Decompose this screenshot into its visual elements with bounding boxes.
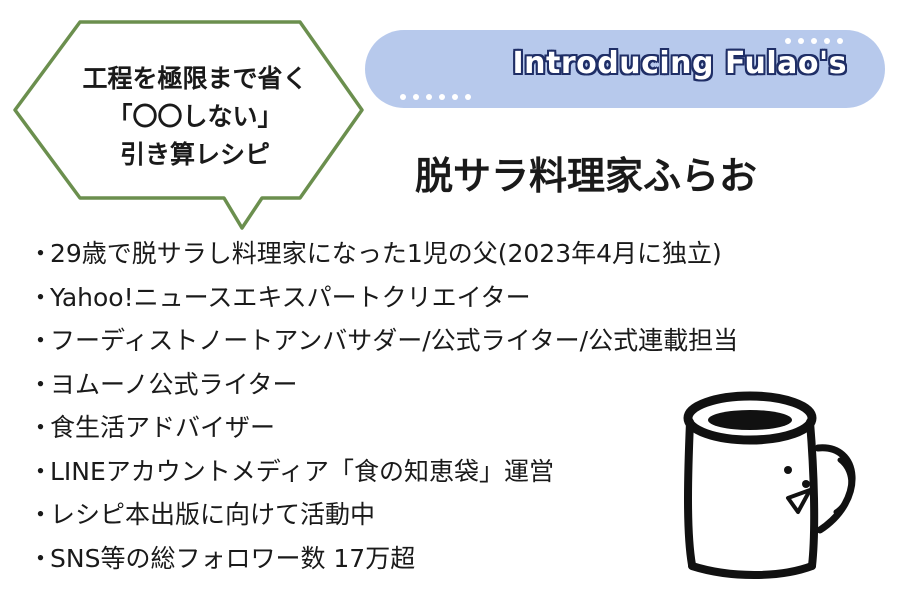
bubble-line-3: 引き算レシピ: [119, 140, 270, 169]
list-item: ・LINEアカウントメディア「食の知恵袋」運営: [28, 456, 555, 486]
speech-bubble: 工程を極限まで省く 「〇〇しない」 引き算レシピ: [0, 0, 380, 250]
mug-icon: [670, 380, 870, 590]
list-item: ・食生活アドバイザー: [28, 413, 276, 442]
dots-decoration: [400, 94, 471, 100]
bubble-line-1: 工程を極限まで省く: [82, 64, 308, 93]
list-item: ・ヨムーノ公式ライター: [28, 369, 298, 399]
bubble-line-2: 「〇〇しない」: [107, 102, 283, 131]
bubble-text: 工程を極限まで省く 「〇〇しない」 引き算レシピ: [60, 60, 330, 174]
list-item: ・29歳で脱サラし料理家になった1児の父(2023年4月に独立): [28, 239, 722, 268]
profile-name: 脱サラ料理家ふらお: [415, 154, 758, 198]
profile-list: ・29歳で脱サラし料理家になった1児の父(2023年4月に独立) ・Yahoo!…: [28, 232, 738, 580]
banner-title: Introducing Fulao's: [512, 46, 847, 81]
list-item: ・Yahoo!ニュースエキスパートクリエイター: [28, 282, 531, 312]
dots-decoration: [785, 38, 843, 44]
list-item: ・レシピ本出版に向けて活動中: [28, 500, 376, 529]
intro-banner: Introducing Fulao's: [365, 30, 885, 108]
list-item: ・SNS等の総フォロワー数 17万超: [28, 543, 416, 573]
list-item: ・フーディストノートアンバサダー/公式ライター/公式連載担当: [28, 326, 739, 355]
speech-bubble-shape: [13, 20, 364, 230]
